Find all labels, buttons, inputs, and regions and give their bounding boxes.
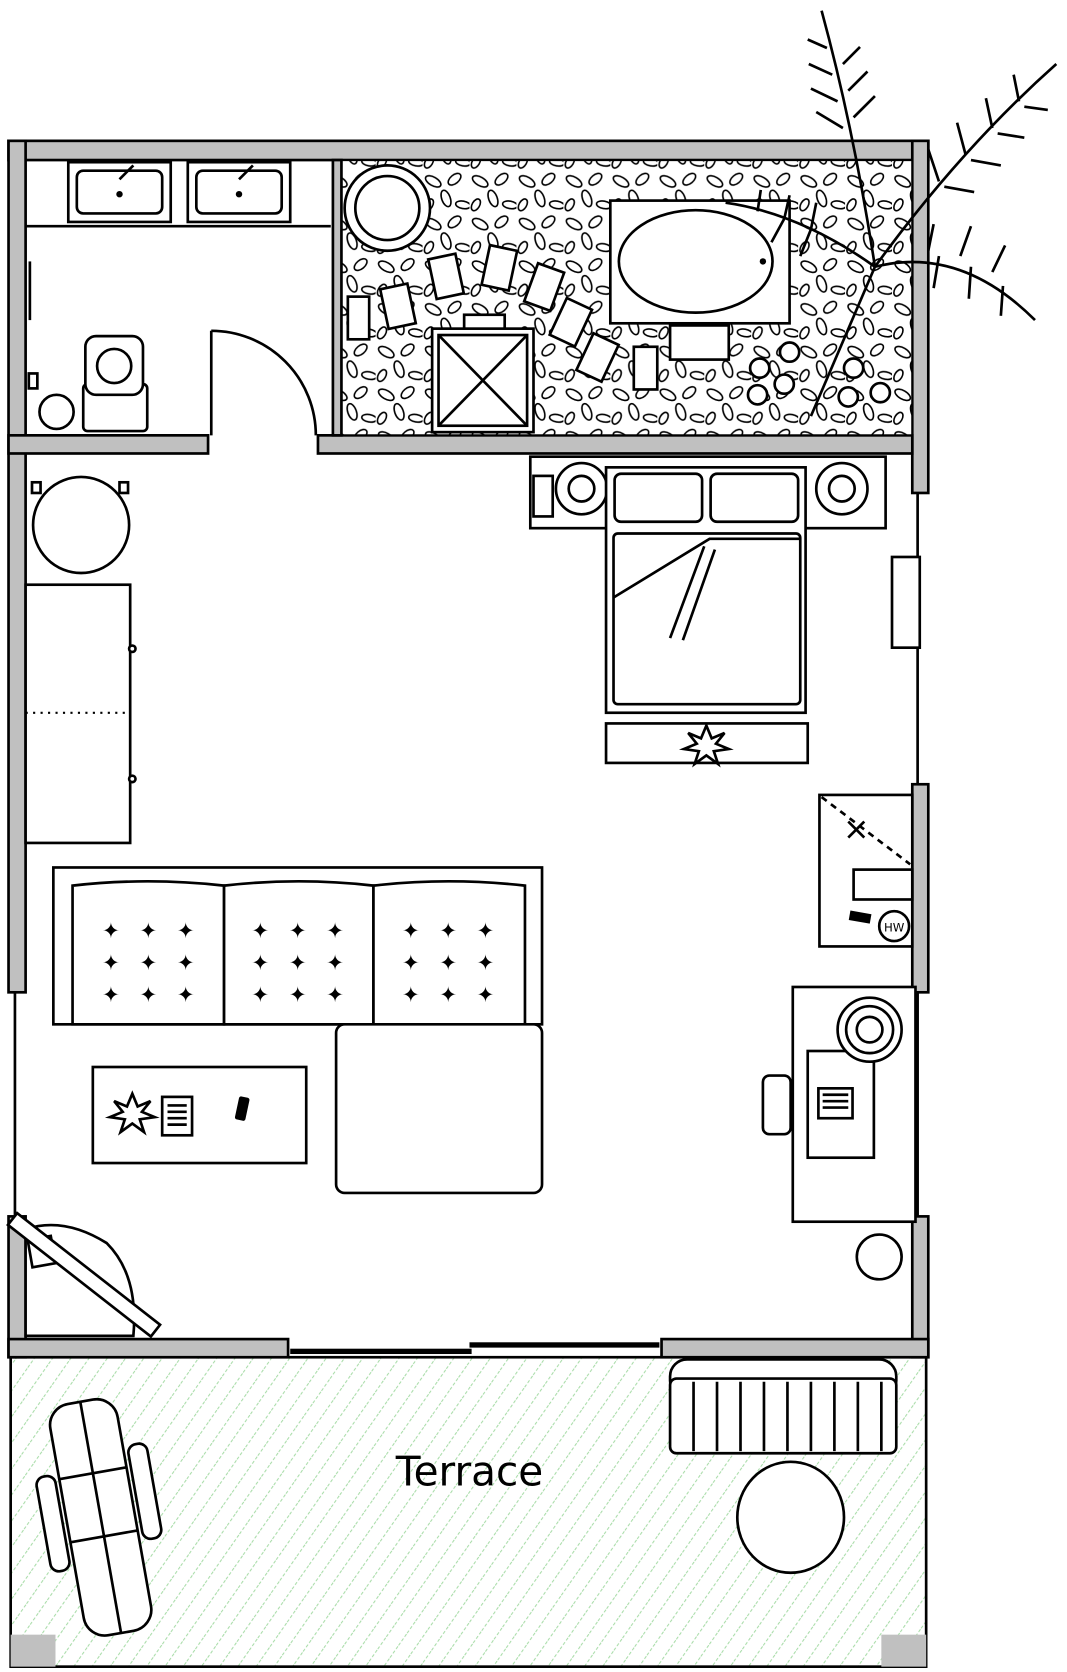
- svg-text:✦: ✦: [139, 983, 157, 1008]
- svg-text:✦: ✦: [326, 951, 344, 976]
- tv-stand: [6, 1211, 162, 1339]
- terrace: Terrace: [9, 1355, 928, 1668]
- sliding-door[interactable]: [290, 1342, 660, 1355]
- side-table: [855, 1233, 903, 1281]
- svg-text:✦: ✦: [139, 951, 157, 976]
- svg-text:✦: ✦: [177, 951, 195, 976]
- svg-text:✦: ✦: [439, 951, 457, 976]
- flowers: [746, 341, 892, 408]
- svg-text:✦: ✦: [102, 983, 120, 1008]
- svg-text:✦: ✦: [326, 983, 344, 1008]
- svg-text:✦: ✦: [477, 919, 495, 944]
- bathroom-door[interactable]: [209, 329, 318, 436]
- svg-text:✦: ✦: [326, 919, 344, 944]
- terrace-table: [735, 1460, 846, 1575]
- svg-text:✦: ✦: [251, 951, 269, 976]
- svg-text:✦: ✦: [289, 951, 307, 976]
- daybed: [668, 1358, 898, 1455]
- garden-bathroom: [331, 158, 914, 437]
- sofa: ✦ ✦ ✦ ✦ ✦ ✦ ✦ ✦ ✦ ✦ ✦ ✦ ✦ ✦ ✦ ✦ ✦ ✦ ✦ ✦ ✦ ✦ ✦ ✦ ✦ ✦ ✦: [52, 866, 544, 1195]
- svg-text:✦: ✦: [402, 983, 420, 1008]
- svg-text:✦: ✦: [477, 951, 495, 976]
- coffee-table: [91, 1065, 308, 1165]
- wall-tv: [890, 555, 922, 650]
- walls: [7, 139, 930, 1359]
- bin: [38, 393, 75, 431]
- terrace-label: Terrace: [395, 1447, 543, 1495]
- svg-text:✦: ✦: [102, 951, 120, 976]
- water-heater: [877, 909, 911, 943]
- toilet: [81, 334, 149, 433]
- vanity: [25, 160, 331, 228]
- shower: [430, 327, 535, 434]
- svg-text:✦: ✦: [251, 919, 269, 944]
- svg-text:✦: ✦: [439, 919, 457, 944]
- stepping-stones: [378, 243, 731, 391]
- bed-bench: [604, 722, 810, 768]
- bathtub: [608, 199, 791, 325]
- svg-text:✦: ✦: [289, 983, 307, 1008]
- svg-text:✦: ✦: [402, 951, 420, 976]
- svg-text:✦: ✦: [402, 919, 420, 944]
- svg-text:✦: ✦: [477, 983, 495, 1008]
- desk: [761, 985, 917, 1224]
- closet: HW: [818, 793, 914, 948]
- water-heater-label: HW: [884, 920, 905, 934]
- svg-text:✦: ✦: [177, 983, 195, 1008]
- sun-lounger: [35, 1397, 163, 1637]
- svg-text:✦: ✦: [289, 919, 307, 944]
- palm-tree: [725, 10, 1058, 417]
- svg-text:✦: ✦: [251, 983, 269, 1008]
- svg-text:✦: ✦: [439, 983, 457, 1008]
- bed: [604, 466, 807, 715]
- svg-text:✦: ✦: [139, 919, 157, 944]
- svg-text:✦: ✦: [102, 919, 120, 944]
- svg-text:✦: ✦: [177, 919, 195, 944]
- dining-table: [30, 475, 131, 575]
- cabinet: [24, 583, 137, 845]
